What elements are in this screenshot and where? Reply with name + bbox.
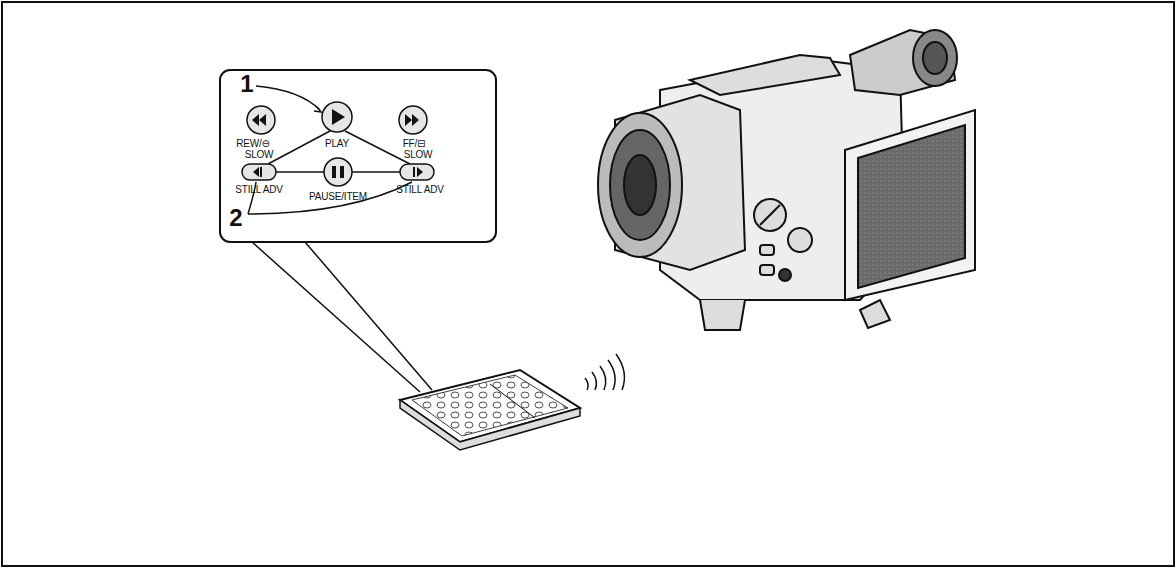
button-label: REW/⊖ [236,139,270,149]
button-label: SLOW [404,150,433,160]
button-label: STILL ADV [235,185,282,195]
remote-buttons [242,102,434,186]
button-label: SLOW [245,150,274,160]
button-label: FF/⊟ [403,139,426,149]
callout-number: 1 [240,72,253,96]
inset-box [220,70,496,242]
camcorder [598,30,975,330]
button-label: PAUSE/ITEM [309,192,367,202]
callout-number: 2 [229,206,242,230]
remote-control [400,370,580,450]
button-label: PLAY [325,139,349,149]
ir-signal [585,354,624,390]
button-label: STILL ADV [396,185,443,195]
